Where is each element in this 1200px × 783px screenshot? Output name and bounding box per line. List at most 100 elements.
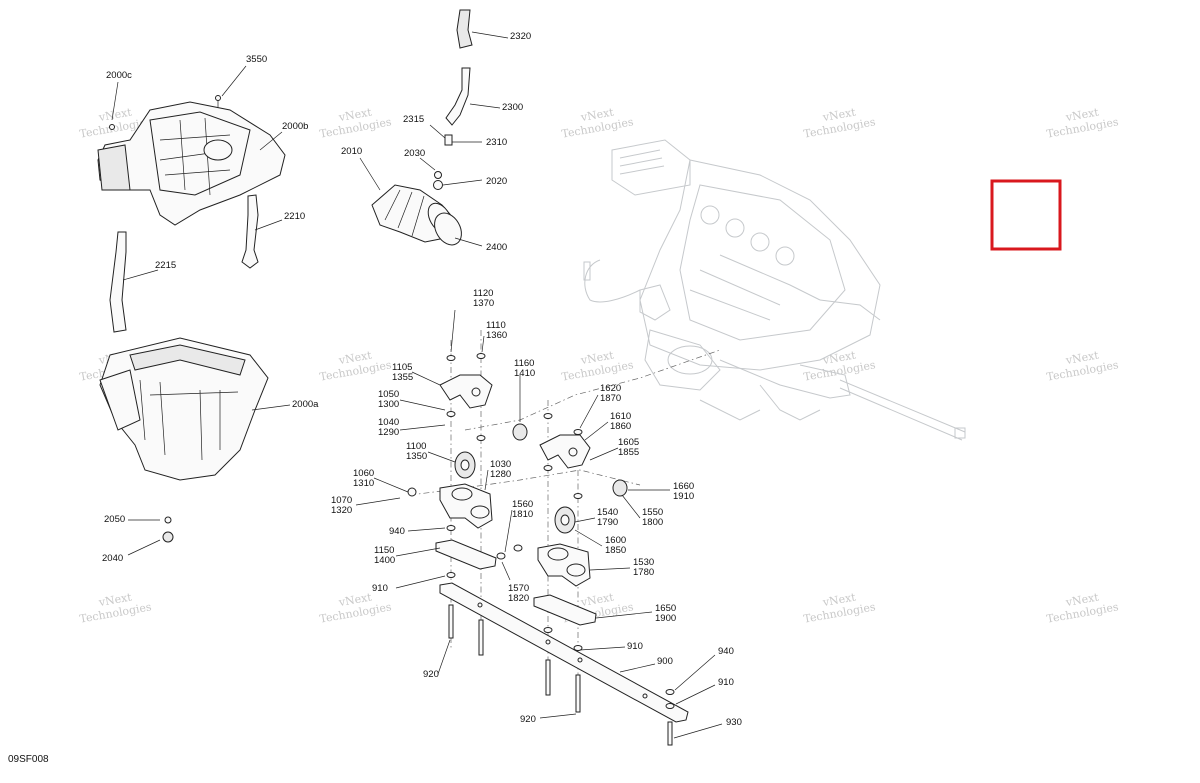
callout-1105: 1105 — [392, 362, 412, 373]
callout-1360: 1360 — [486, 330, 507, 341]
callout-2320: 2320 — [510, 31, 531, 42]
hose-2320 — [456, 9, 473, 49]
callout-910: 910 — [372, 583, 388, 594]
svg-text:vNext: vNext — [337, 106, 373, 125]
callout-1660: 1660 — [673, 481, 694, 492]
mount-bracket-1610 — [539, 434, 591, 469]
callout-930: 930 — [726, 717, 742, 728]
callout-1060: 1060 — [353, 468, 374, 479]
svg-text:vNext: vNext — [579, 349, 615, 368]
mount-bracket-1530 — [537, 543, 591, 587]
strap-2215 — [109, 231, 127, 333]
callout-2300: 2300 — [502, 102, 523, 113]
callout-1540: 1540 — [597, 507, 618, 518]
callout-1855: 1855 — [618, 447, 639, 458]
callout-2000b: 2000b — [282, 121, 308, 132]
callout-1030: 1030 — [490, 459, 511, 470]
callout-1850: 1850 — [605, 545, 626, 556]
svg-text:vNext: vNext — [337, 349, 373, 368]
callout-1650: 1650 — [655, 603, 676, 614]
svg-text:vNext: vNext — [821, 591, 857, 610]
callout-920: 920 — [423, 669, 439, 680]
callout-1610: 1610 — [610, 411, 631, 422]
callout-1550: 1550 — [642, 507, 663, 518]
leader-lines — [111, 31, 723, 739]
strap-2210 — [241, 194, 259, 269]
callout-1530: 1530 — [633, 557, 654, 568]
callout-900: 900 — [657, 656, 673, 667]
callout-1110: 1110 — [486, 320, 506, 331]
callout-1290: 1290 — [378, 427, 399, 438]
airbox-base-2000a — [99, 337, 269, 543]
callout-2000c: 2000c — [106, 70, 132, 81]
airbox-cover-2000b — [97, 95, 286, 226]
callout-1605: 1605 — [618, 437, 639, 448]
svg-text:vNext: vNext — [1064, 106, 1100, 125]
callout-1570: 1570 — [508, 583, 529, 594]
callout-1560: 1560 — [512, 499, 533, 510]
svg-text:vNext: vNext — [821, 106, 857, 125]
plate-1150 — [435, 539, 497, 570]
svg-text:vNext: vNext — [579, 106, 615, 125]
callout-1370: 1370 — [473, 298, 494, 309]
callout-2400: 2400 — [486, 242, 507, 253]
callout-1310: 1310 — [353, 478, 374, 489]
callout-1050: 1050 — [378, 389, 399, 400]
svg-text:vNext: vNext — [97, 591, 133, 610]
callout-920: 920 — [520, 714, 536, 725]
callout-1120: 1120 — [473, 288, 493, 299]
small-parts-2315-2310-2030-2020 — [433, 134, 453, 190]
callout-1410: 1410 — [514, 368, 535, 379]
rubber-mount-1660 — [612, 479, 628, 497]
svg-text:vNext: vNext — [579, 591, 615, 610]
svg-text:vNext: vNext — [1064, 591, 1100, 610]
callout-2310: 2310 — [486, 137, 507, 148]
callout-1280: 1280 — [490, 469, 511, 480]
callout-3550: 3550 — [246, 54, 267, 65]
callout-1040: 1040 — [378, 417, 399, 428]
callout-1800: 1800 — [642, 517, 663, 528]
callout-1600: 1600 — [605, 535, 626, 546]
callout-1070: 1070 — [331, 495, 352, 506]
callout-940: 940 — [389, 526, 405, 537]
callout-1860: 1860 — [610, 421, 631, 432]
callout-2000a: 2000a — [292, 399, 319, 410]
callout-2020: 2020 — [486, 176, 507, 187]
callout-1900: 1900 — [655, 613, 676, 624]
svg-text:vNext: vNext — [1064, 349, 1100, 368]
svg-text:vNext: vNext — [337, 591, 373, 610]
callout-2210: 2210 — [284, 211, 305, 222]
mount-bracket-1030 — [439, 483, 493, 529]
callout-1620: 1620 — [600, 383, 621, 394]
washers — [407, 353, 675, 709]
callout-1300: 1300 — [378, 399, 399, 410]
callout-labels: 2000c 3550 2000b 2210 2215 2000a 2050 20… — [102, 31, 742, 728]
callout-1350: 1350 — [406, 451, 427, 462]
callout-910: 910 — [627, 641, 643, 652]
rubber-mount-1100 — [454, 451, 476, 479]
callout-1790: 1790 — [597, 517, 618, 528]
engine-ghost-drawing — [583, 139, 966, 441]
bolts-920 — [448, 604, 673, 746]
callout-1320: 1320 — [331, 505, 352, 516]
callout-2010: 2010 — [341, 146, 362, 157]
svg-text:vNext: vNext — [821, 349, 857, 368]
callout-2040: 2040 — [102, 553, 123, 564]
callout-1400: 1400 — [374, 555, 395, 566]
rubber-mount-1160 — [512, 423, 528, 441]
callout-1870: 1870 — [600, 393, 621, 404]
highlight-box — [990, 179, 1062, 251]
callout-1160: 1160 — [514, 358, 534, 369]
callout-2315: 2315 — [403, 114, 424, 125]
callout-2050: 2050 — [104, 514, 125, 525]
rubber-mount-1540 — [554, 506, 576, 534]
